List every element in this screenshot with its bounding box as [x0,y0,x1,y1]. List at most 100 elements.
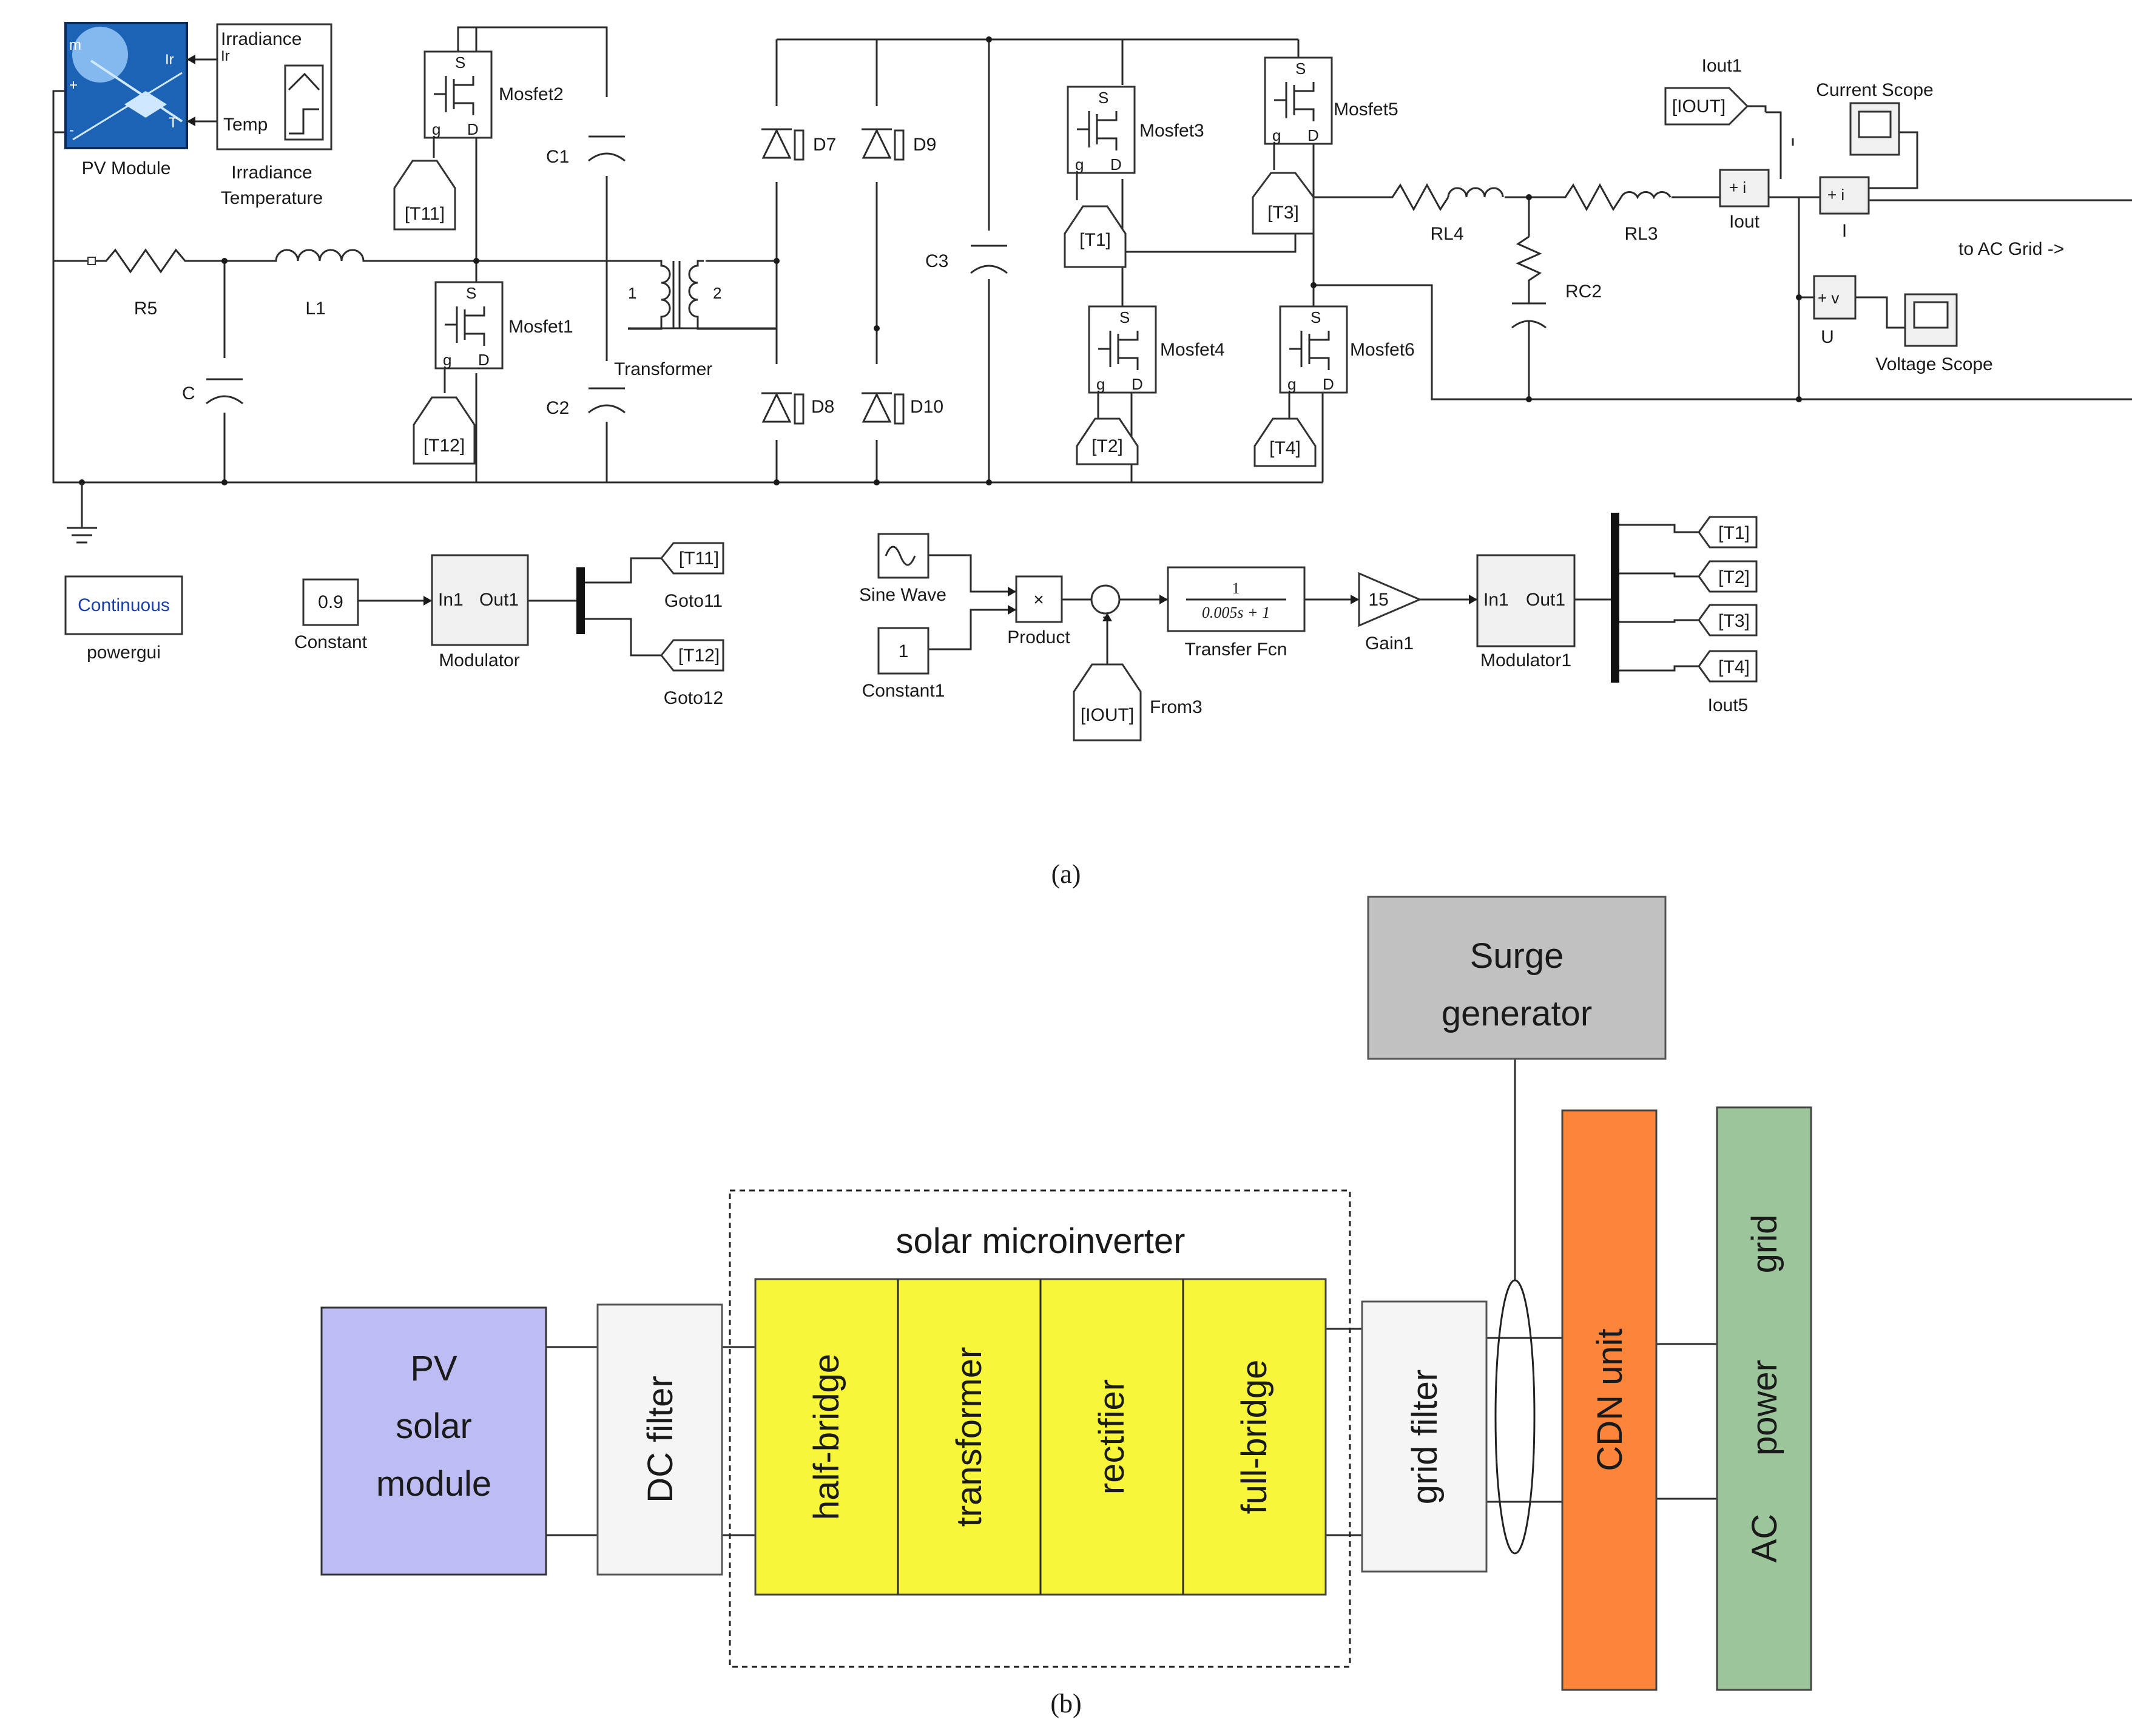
transformer[interactable] [624,260,777,330]
gain-value: 15 [1368,590,1388,610]
pv-module-block[interactable]: m + - Ir T [64,22,188,149]
goto-t3-tag[interactable] [1698,604,1758,637]
mosfet5[interactable] [1264,56,1333,145]
mosfet6[interactable] [1279,305,1348,394]
iout-measurement[interactable] [1719,169,1770,208]
mosfet5-pin-s: S [1295,59,1306,78]
from-tag-t2[interactable] [1076,417,1139,465]
powergui-block[interactable] [64,575,183,635]
capacitor-c1[interactable] [582,97,631,176]
microinverter-boundary [729,1189,1351,1668]
voltage-scope[interactable] [1904,293,1958,347]
goto-t2-tag[interactable] [1698,560,1758,593]
current-scope[interactable] [1849,102,1900,156]
pv-port-plus: + [69,77,78,93]
transfer-fcn-block[interactable] [1167,566,1306,632]
d8-label: D8 [811,397,834,417]
constant-block[interactable] [302,578,359,626]
r5-label: R5 [134,299,157,319]
dc-filter-box[interactable] [596,1303,723,1576]
mosfet1[interactable] [434,281,504,370]
voltage-scope-label: Voltage Scope [1875,354,1993,374]
coupling-ellipse [1494,1279,1536,1555]
surge-line-1: Surge [1470,936,1564,976]
panel-b-block-diagram: PV solar module DC filter solar microinv… [320,896,1812,1718]
modulator-block[interactable] [431,554,529,646]
goto-t4-tag[interactable] [1698,650,1758,683]
sum-block[interactable] [1090,584,1121,615]
constant-value: 0.9 [318,592,343,612]
tf-numerator: 1 [1232,579,1240,597]
resistor-r5[interactable] [87,248,197,274]
modulator1-in: In1 [1483,590,1509,610]
goto11-tag[interactable] [660,542,724,575]
sine-wave-block[interactable] [877,533,929,579]
grid-filter-box[interactable] [1361,1300,1488,1573]
mosfet3[interactable] [1067,86,1136,174]
rc2-branch[interactable] [1511,235,1547,352]
modulator-out: Out1 [479,590,519,610]
mosfet3-label: Mosfet3 [1139,121,1204,141]
irradiance-port-ir: Ir [221,48,230,64]
mosfet3-pin-s: S [1098,89,1108,107]
capacitor-c2[interactable] [582,361,631,422]
rl4-branch[interactable] [1380,183,1504,212]
gain-block[interactable] [1358,572,1422,627]
constant1-block[interactable] [877,627,929,675]
goto11-text: [T11] [679,549,719,569]
c3-label: C3 [925,251,948,271]
from-t12-text: [T12] [423,436,465,456]
rl3-branch[interactable] [1553,183,1672,212]
diode-d10[interactable] [859,370,905,440]
pv-line-3: module [376,1464,491,1504]
goto12-tag[interactable] [660,639,724,672]
diode-d8[interactable] [758,370,805,440]
transformer-port-1: 1 [628,284,636,302]
from-tag-t3[interactable] [1252,172,1315,235]
cdn-unit-box[interactable] [1561,1109,1658,1691]
mosfet4-pin-s: S [1119,308,1130,326]
pv-port-m: m [69,37,81,53]
capacitor-c[interactable] [206,378,243,405]
diode-d9[interactable] [859,106,905,182]
goto12-label: Goto12 [664,688,723,708]
from-tag-t1[interactable] [1064,205,1127,268]
mosfet1-pin-d: D [478,351,490,369]
i-measurement[interactable] [1819,176,1870,215]
product-block[interactable] [1015,575,1063,623]
powergui-label: powergui [87,643,161,663]
mosfet3-pin-d: D [1110,155,1122,174]
control-wires [928,513,1699,683]
modulator1-block[interactable] [1476,554,1576,647]
tf-denominator: 0.005s + 1 [1202,604,1270,621]
mosfet6-pin-d: D [1323,375,1334,393]
tf-label: Transfer Fcn [1185,640,1287,660]
modulator-in: In1 [438,590,464,610]
c1-label: C1 [546,147,569,167]
goto-t1-tag[interactable] [1698,516,1758,549]
from-t3-text: [T3] [1267,203,1299,223]
u-measurement[interactable] [1813,275,1857,320]
grid-arrow-label: to AC Grid -> [1958,239,2064,259]
from-tag-t12[interactable] [413,396,476,465]
ac-power-grid-box[interactable] [1716,1106,1812,1691]
mosfet4[interactable] [1088,305,1157,394]
irradiance-temperature-block[interactable] [216,23,332,150]
stage-rectifier: rectifier [1092,1379,1132,1495]
capacitor-c3[interactable] [968,231,1010,279]
diode-d7[interactable] [758,106,805,182]
mosfet2[interactable] [423,50,493,139]
powergui-mode: Continuous [78,595,170,615]
surge-line-2: generator [1442,994,1592,1033]
goto-t4-text: [T4] [1718,657,1750,677]
pv-solar-module-box[interactable] [320,1306,547,1576]
from-tag-t4[interactable] [1253,417,1317,467]
iout1-tag[interactable] [1664,87,1767,126]
surge-generator-box[interactable] [1367,896,1667,1060]
inductor-l1[interactable] [252,249,367,262]
from3-tag[interactable] [1073,663,1142,741]
dc-filter-label: DC filter [641,1376,680,1502]
transformer-label: Transformer [614,359,712,379]
from-tag-t11[interactable] [393,160,456,231]
